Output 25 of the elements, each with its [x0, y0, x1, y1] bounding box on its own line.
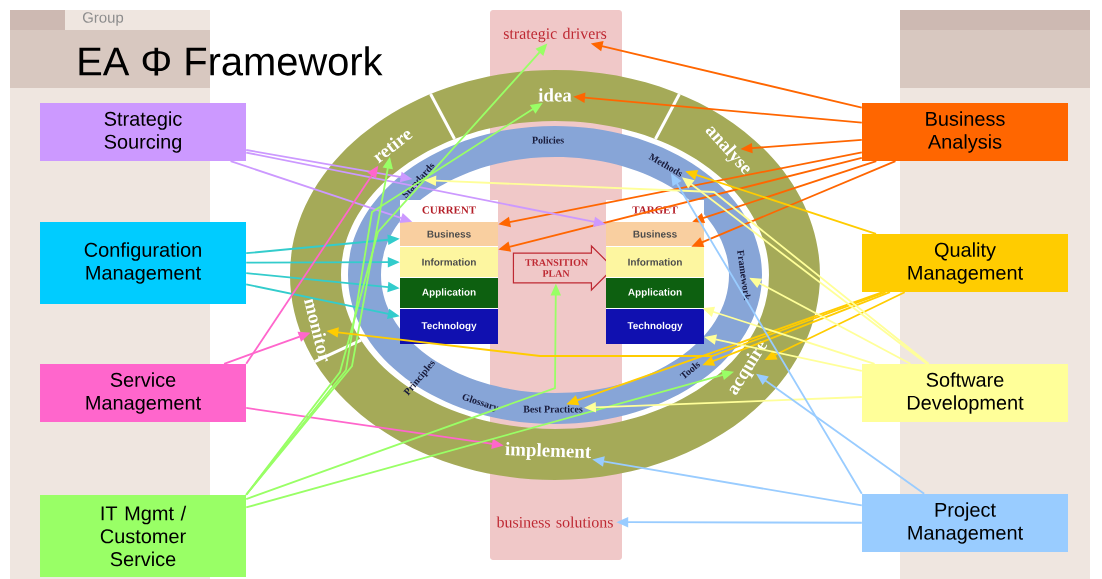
role-box: Service Management — [40, 364, 246, 422]
ring-label: idea — [538, 88, 572, 102]
layer-band: Technology — [400, 309, 498, 344]
role-box: Configuration Management — [40, 222, 246, 304]
ring-label: Framework — [737, 249, 751, 301]
ring-label: monitor — [303, 298, 329, 362]
band-label: business solutions — [496, 516, 613, 528]
title: EA Φ Framework — [79, 46, 383, 76]
ring-label: Best Practices — [523, 405, 583, 413]
role-box: Software Development — [862, 364, 1068, 422]
band-label: strategic drivers — [503, 27, 607, 43]
layer-band: Application — [400, 278, 498, 308]
ring-label: implement — [505, 442, 591, 460]
role-box: Quality Management — [862, 234, 1068, 292]
layer-band: Information — [400, 247, 498, 277]
role-box: Strategic Sourcing — [40, 103, 246, 161]
role-box: IT Mgmt / Customer Service — [40, 495, 246, 577]
layer-band: Information — [606, 247, 704, 277]
role-box: Project Management — [862, 494, 1068, 552]
layer-band: Technology — [606, 309, 704, 344]
layer-band: Business — [400, 222, 498, 246]
layer-band: Application — [606, 278, 704, 308]
ring-label: Policies — [532, 136, 564, 144]
role-box: Business Analysis — [862, 103, 1068, 161]
header-text: Group — [82, 12, 124, 26]
